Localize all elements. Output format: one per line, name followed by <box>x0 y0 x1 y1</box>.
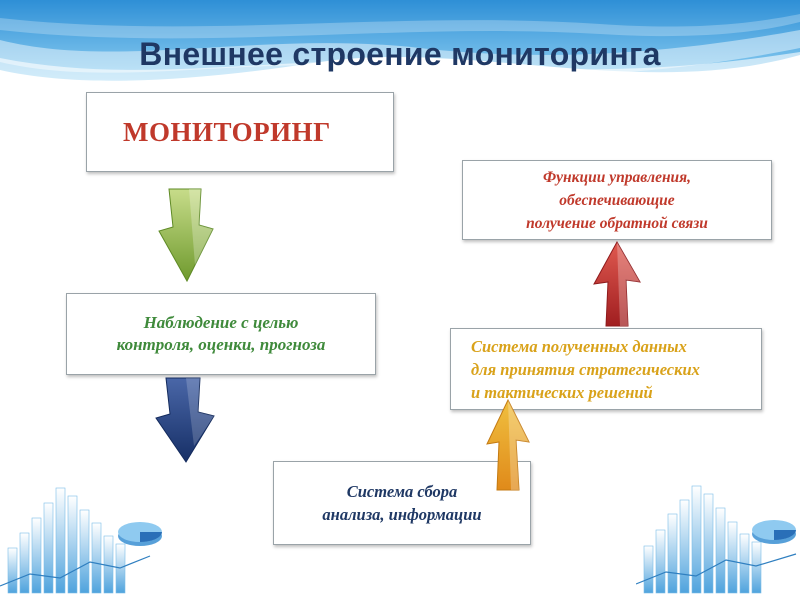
down-arrow-navy-icon <box>155 377 215 463</box>
collection-system-label: Система сбора анализа, информации <box>322 482 482 524</box>
up-arrow-gold-icon <box>486 398 530 491</box>
data-system-label: Система полученных данных для принятия с… <box>471 336 700 402</box>
management-functions-box: Функции управления, обеспечивающие получ… <box>462 160 772 240</box>
wave-banner <box>0 0 800 84</box>
monitoring-box: МОНИТОРИНГ <box>86 92 394 172</box>
management-functions-label: Функции управления, обеспечивающие получ… <box>526 168 708 232</box>
down-arrow-green-icon <box>158 188 214 283</box>
data-system-box: Система полученных данных для принятия с… <box>450 328 762 410</box>
observation-box: Наблюдение с целью контроля, оценки, про… <box>66 293 376 375</box>
collection-system-box: Система сбора анализа, информации <box>273 461 531 545</box>
observation-label: Наблюдение с целью контроля, оценки, про… <box>116 313 326 354</box>
up-arrow-red-icon <box>593 240 641 327</box>
bar-chart-decoration-icon <box>636 485 797 594</box>
monitoring-label: МОНИТОРИНГ <box>123 116 331 147</box>
slide-title: Внешнее строение мониторинга <box>139 36 661 72</box>
bar-chart-decoration-icon <box>0 487 162 594</box>
